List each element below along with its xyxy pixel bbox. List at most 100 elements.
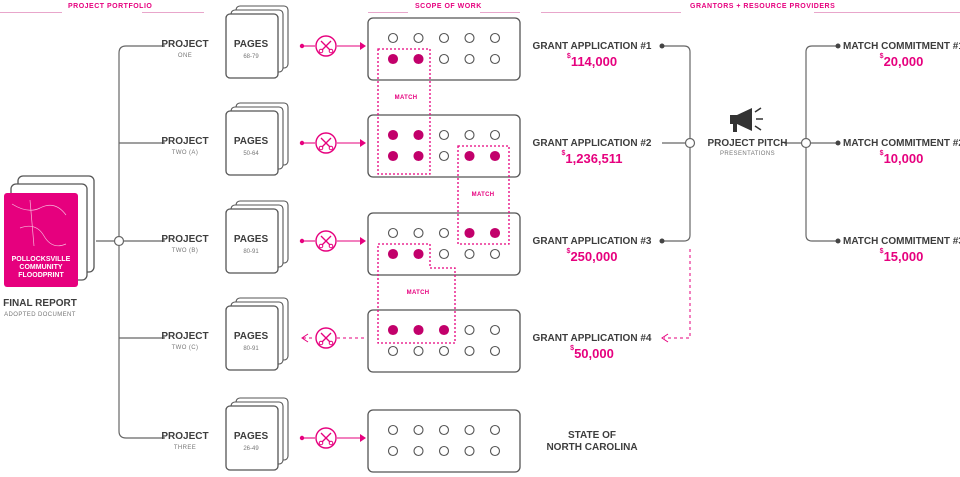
scope-dot	[464, 248, 475, 260]
page-stack	[225, 5, 289, 79]
scope-dot-filled	[489, 227, 501, 239]
header-line	[480, 12, 520, 13]
header-scope-of-work: SCOPE OF WORK	[415, 3, 482, 10]
match-outline-2	[457, 145, 510, 245]
scissors-icon	[315, 132, 337, 154]
pitch-junction-dot	[684, 137, 696, 149]
project-4-subtitle: TWO (C)	[171, 345, 199, 351]
header-line	[142, 12, 204, 13]
project-2-pages-range: 50-64	[243, 151, 259, 157]
scope-dot-filled	[438, 324, 450, 336]
grant-4-amount: $50,000	[570, 345, 614, 361]
scope-box-5	[367, 409, 521, 473]
scope-dot	[464, 324, 475, 336]
scope-dot	[438, 424, 450, 436]
match-label-1: MATCH	[394, 95, 418, 101]
scope-dot	[464, 345, 475, 357]
scope-box-4	[367, 309, 521, 373]
scope-dot	[464, 129, 475, 141]
scope-dot	[413, 32, 424, 44]
scope-dot	[438, 32, 450, 44]
scope-dot	[489, 129, 501, 141]
project-2-title: PROJECT	[161, 136, 209, 147]
match-junction-dot	[800, 137, 812, 149]
scope-dot	[464, 32, 475, 44]
grant-3-title: GRANT APPLICATION #3	[532, 236, 652, 247]
scope-dot	[413, 227, 424, 239]
grant-1-amount: $114,000	[566, 53, 618, 69]
scope-dot	[387, 445, 399, 457]
project-3-subtitle: TWO (B)	[171, 248, 199, 254]
scope-dot	[413, 424, 424, 436]
match-commitment-1-amount: $20,000	[879, 53, 924, 69]
scope-dot	[438, 53, 450, 65]
project-5-title: PROJECT	[161, 431, 209, 442]
report-title: FINAL REPORT	[3, 298, 77, 309]
project-4-pages-label: PAGES	[233, 331, 269, 342]
page-stack	[225, 200, 289, 274]
match-outline-3	[377, 243, 456, 344]
scissors-icon	[315, 230, 337, 252]
project-5-subtitle: THREE	[173, 445, 197, 451]
pitch-title: PROJECT PITCH	[707, 138, 788, 149]
scope-dot	[438, 445, 450, 457]
match-commitment-2-title: MATCH COMMITMENT #2	[843, 138, 960, 149]
header-line	[541, 12, 681, 13]
arrow-left-icon	[661, 333, 669, 343]
scope-dot-filled	[413, 324, 424, 336]
project-3-title: PROJECT	[161, 234, 209, 245]
scope-dot-filled	[464, 150, 475, 162]
junction-dot	[113, 235, 125, 247]
scope-dot	[489, 248, 501, 260]
grant-1-dot	[659, 43, 665, 49]
grant-4-title: GRANT APPLICATION #4	[532, 333, 652, 344]
header-line	[368, 12, 408, 13]
header-project-portfolio: PROJECT PORTFOLIO	[68, 3, 153, 10]
report-subtitle: ADOPTED DOCUMENT	[4, 312, 76, 318]
megaphone-icon	[730, 107, 763, 132]
scope-dot-filled	[387, 324, 399, 336]
scope-box-1	[367, 17, 521, 81]
report-cover	[4, 193, 78, 287]
project-2-subtitle: TWO (A)	[171, 150, 199, 156]
scope-boxes	[367, 17, 521, 473]
page-stacks	[225, 5, 366, 471]
scope-dot-filled	[387, 248, 399, 260]
page-stack	[225, 297, 289, 371]
match-outline-1	[377, 48, 431, 175]
scope-dot-filled	[387, 150, 399, 162]
scope-dot	[387, 424, 399, 436]
scope-dot	[438, 150, 450, 162]
match-commitment-3-amount: $15,000	[879, 248, 924, 264]
project-3-pages-label: PAGES	[233, 234, 269, 245]
header-line	[0, 12, 62, 13]
scope-dot	[489, 32, 501, 44]
header-grantors: GRANTORS + RESOURCE PROVIDERS	[690, 3, 836, 10]
match-label-2: MATCH	[471, 192, 495, 198]
scope-dot-filled	[413, 248, 424, 260]
project-4-title: PROJECT	[161, 331, 209, 342]
scope-dot-filled	[387, 53, 399, 65]
match-outlines	[377, 48, 510, 344]
scope-dot	[464, 445, 475, 457]
grant-2-amount: $1,236,511	[561, 150, 623, 166]
scope-connector	[299, 230, 366, 252]
state-line-2: NORTH CAROLINA	[546, 442, 638, 453]
match-commitment-3-title: MATCH COMMITMENT #3	[843, 236, 960, 247]
scope-dot	[387, 32, 399, 44]
scope-box-2	[367, 114, 521, 178]
project-5-pages-range: 26-49	[243, 446, 259, 452]
grant-3-amount: $250,000	[566, 248, 618, 264]
scope-dot	[438, 227, 450, 239]
report-stack	[4, 175, 95, 287]
scope-dot	[387, 227, 399, 239]
scope-dot	[489, 445, 501, 457]
grant-3-dot	[659, 238, 665, 244]
header-line	[814, 12, 960, 13]
scissors-icon	[315, 327, 337, 349]
scope-dot-filled	[489, 150, 501, 162]
scope-dot	[387, 345, 399, 357]
scope-dot-filled	[413, 129, 424, 141]
scope-dot-filled	[464, 227, 475, 239]
scope-dot	[464, 53, 475, 65]
